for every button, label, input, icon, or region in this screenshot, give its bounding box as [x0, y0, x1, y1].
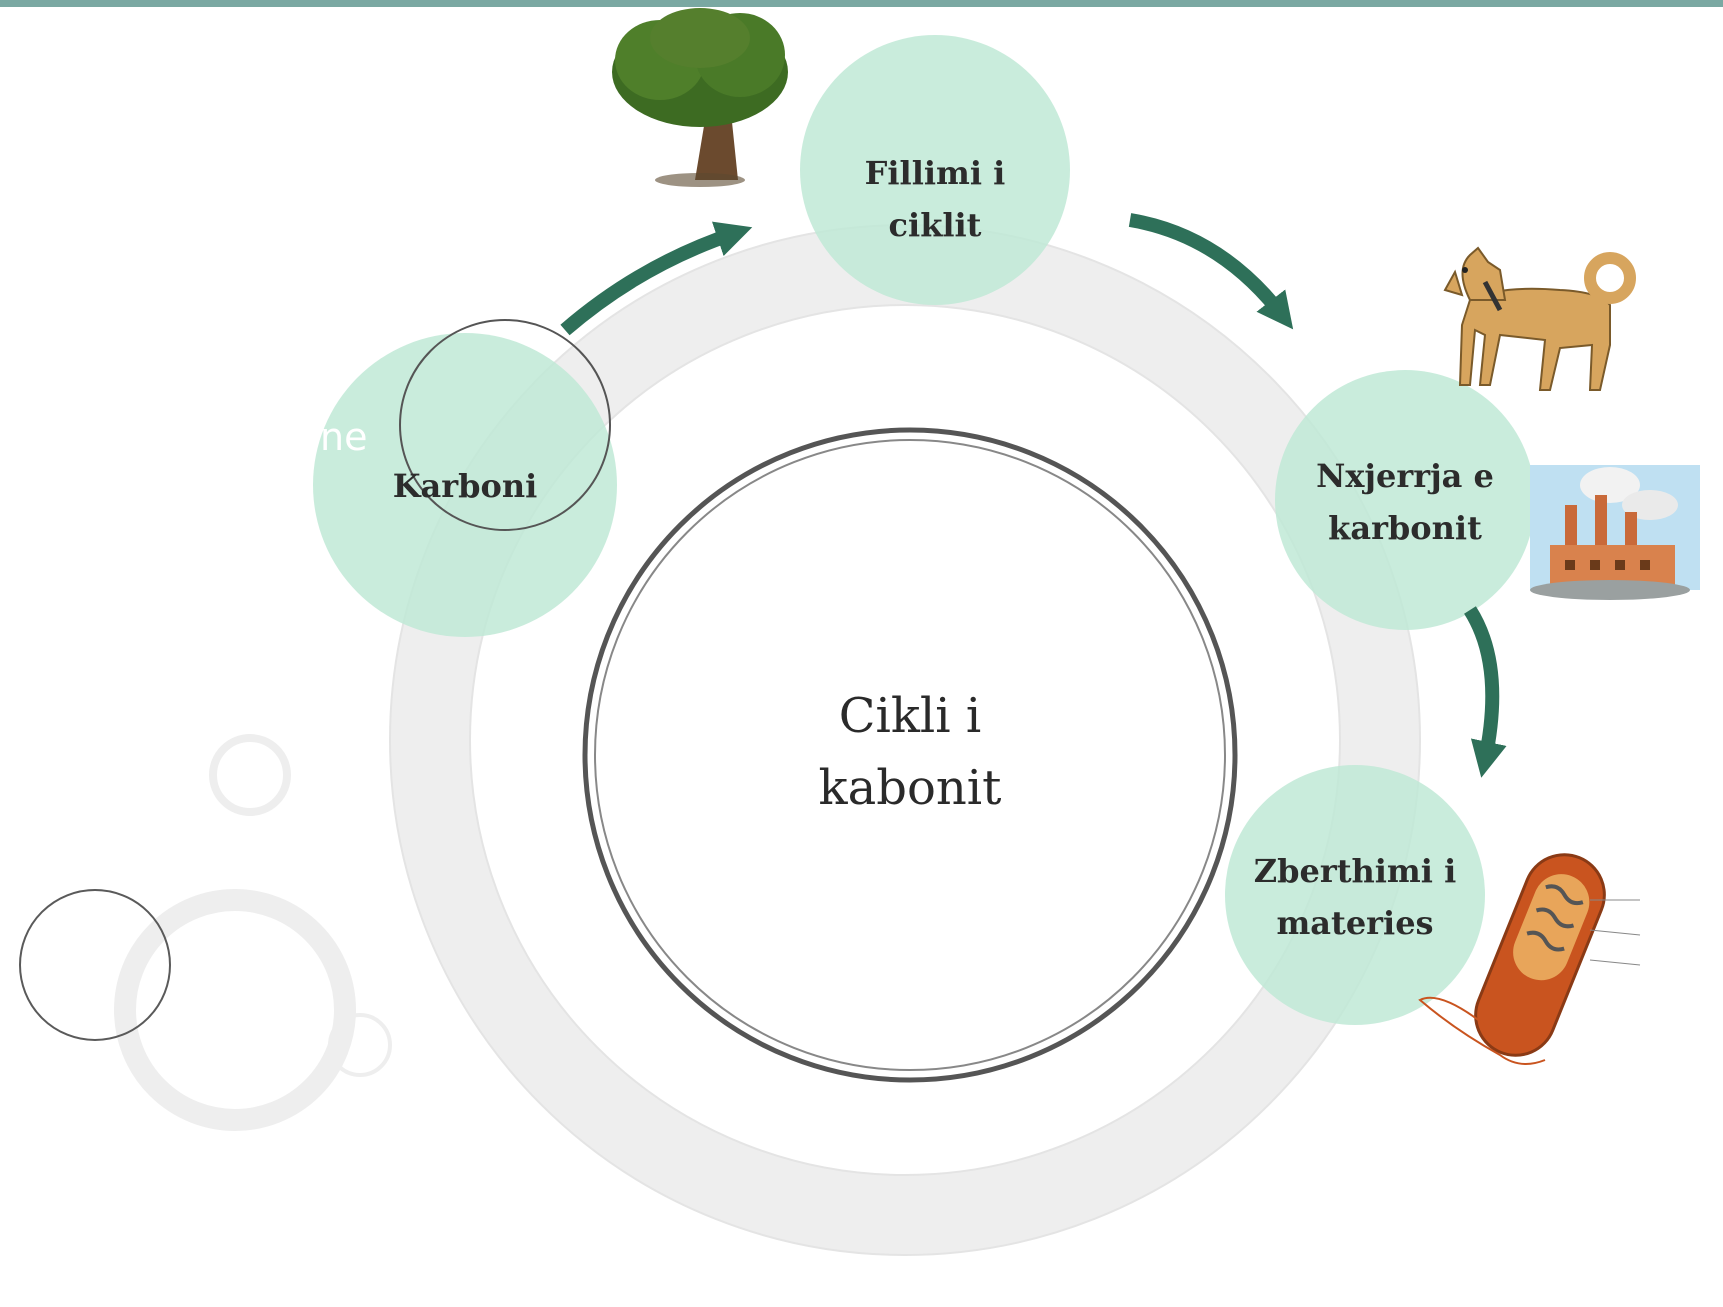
node-fillimi-label: Fillimi i ciklit: [800, 147, 1070, 251]
tree-icon: [612, 8, 788, 187]
node-karboni-line1: Karboni: [392, 467, 538, 505]
node-nxjerrja-circle: [1275, 370, 1535, 630]
node-karboni-label: Karboni: [335, 460, 595, 512]
node-fillimi-circle: [800, 35, 1070, 305]
node-karboni-circle: [313, 333, 617, 637]
node-fillimi-line1: Fillimi i: [864, 154, 1006, 192]
node-nxjerrja-label: Nxjerrja e karbonit: [1275, 450, 1535, 554]
decorative-bubbles: [19, 734, 392, 1131]
node-zberthimi-line1: Zberthimi i: [1253, 852, 1457, 890]
center-title-line1: Cikli i: [838, 688, 982, 744]
node-zberthimi-line2: materies: [1276, 904, 1434, 942]
factory-icon: [1530, 465, 1700, 600]
center-title: Cikli i kabonit: [710, 680, 1110, 824]
top-accent-bar: [0, 0, 1723, 7]
node-zberthimi-circle: [1225, 765, 1485, 1025]
center-circle: [582, 427, 1238, 1083]
dog-icon: [1443, 246, 1636, 391]
node-zberthimi-label: Zberthimi i materies: [1220, 845, 1490, 949]
node-fillimi-line2: ciklit: [888, 206, 982, 244]
ghost-text-2: t: [362, 645, 377, 689]
ghost-text-1: ne: [320, 415, 368, 459]
bacterium-icon: [1418, 853, 1641, 1065]
arrow-karboni-to-fillimi: [560, 221, 753, 336]
arrow-fillimi-to-nxjerrja: [1128, 213, 1294, 330]
arrow-nxjerrja-to-zberthimi: [1464, 606, 1507, 778]
node-nxjerrja-line2: karbonit: [1328, 509, 1482, 547]
center-title-line2: kabonit: [818, 760, 1002, 816]
node-nxjerrja-line1: Nxjerrja e: [1316, 457, 1494, 495]
